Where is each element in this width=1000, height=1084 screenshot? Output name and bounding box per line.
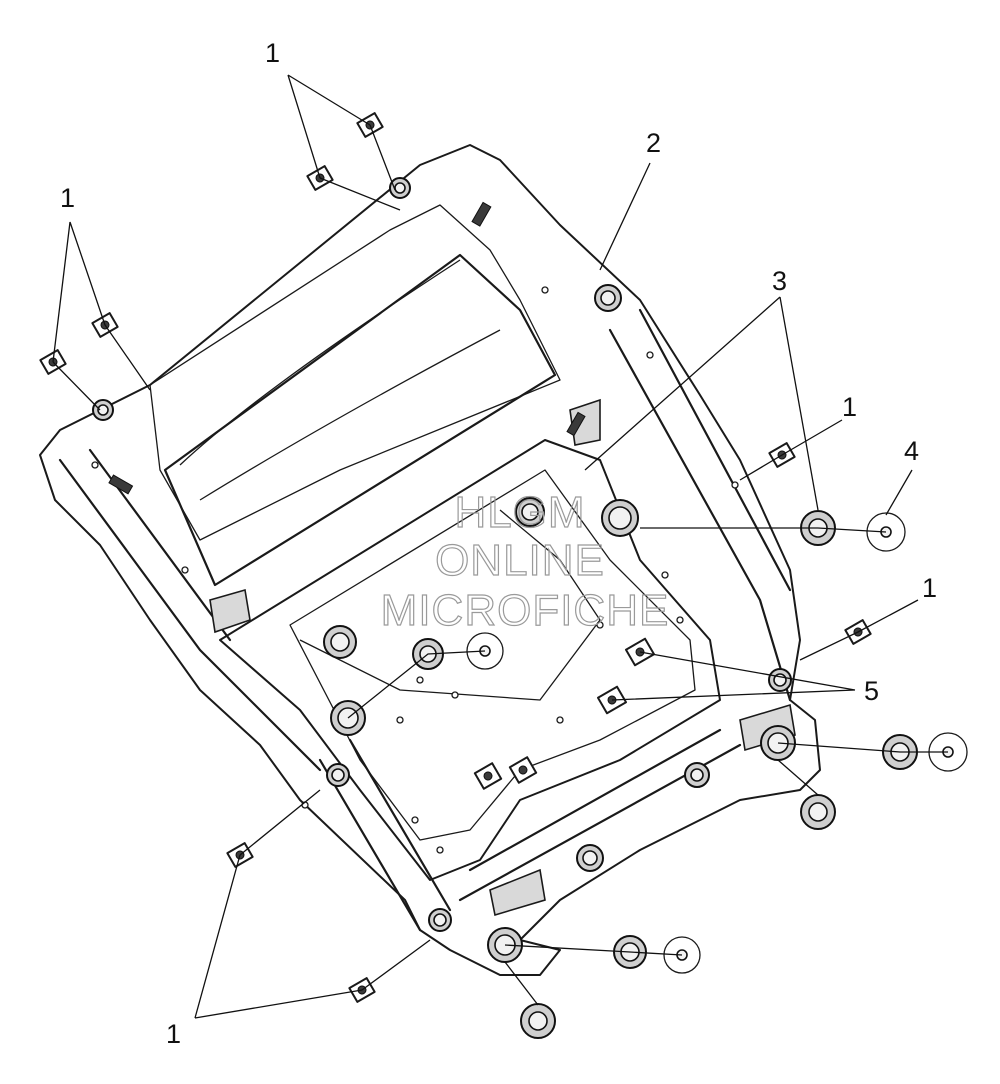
front-rail [318, 728, 742, 932]
hole [411, 816, 419, 824]
slot-1 [108, 474, 134, 495]
hole [416, 676, 424, 684]
boss [600, 290, 616, 306]
hole [596, 621, 604, 629]
hole [556, 716, 564, 724]
rib-shade-3 [489, 868, 546, 917]
hole [436, 846, 444, 854]
grommet [528, 1011, 548, 1031]
slot-3 [566, 411, 586, 437]
hole [181, 566, 189, 574]
rear-wall-inner [163, 253, 557, 587]
watermark-line-2: ONLINE [435, 536, 605, 585]
boss [521, 503, 539, 521]
hole [646, 351, 654, 359]
boss [690, 768, 704, 782]
boss [330, 632, 350, 652]
hole [541, 286, 549, 294]
seat-tray-floor [289, 469, 696, 841]
slot-2 [471, 201, 492, 227]
callout-4: 4 [904, 436, 919, 466]
hole [676, 616, 684, 624]
callout-3: 3 [772, 266, 787, 296]
callout-1-left: 1 [60, 183, 75, 213]
callout-1-right-lower: 1 [922, 573, 937, 603]
hole [661, 571, 669, 579]
rear-wall-curve [179, 259, 501, 501]
leader-lines [52, 74, 948, 1019]
rib-shade-1 [209, 588, 251, 634]
callouts: 1 1 2 3 1 4 1 5 1 [60, 38, 937, 1049]
boss [582, 850, 598, 866]
callout-2: 2 [646, 128, 661, 158]
callout-5: 5 [864, 676, 879, 706]
hole [451, 691, 459, 699]
watermark: HLGM ONLINE MICROFICHE [380, 487, 670, 635]
boss [331, 768, 345, 782]
hole [731, 481, 739, 489]
boss [433, 913, 447, 927]
callout-1-top: 1 [265, 38, 280, 68]
callout-1-bottom: 1 [166, 1019, 181, 1049]
hole [396, 716, 404, 724]
clip-nut [508, 756, 538, 784]
callout-1-right-upper: 1 [842, 392, 857, 422]
watermark-line-3: MICROFICHE [381, 586, 670, 635]
seat-frame [39, 144, 821, 976]
seat-tray-step [299, 509, 601, 701]
watermark-line-1: HLGM [454, 488, 585, 537]
hole [91, 461, 99, 469]
grommet [808, 802, 828, 822]
boss [608, 506, 632, 530]
boss [97, 404, 109, 416]
clip-nut [473, 762, 503, 790]
boss [394, 182, 406, 194]
